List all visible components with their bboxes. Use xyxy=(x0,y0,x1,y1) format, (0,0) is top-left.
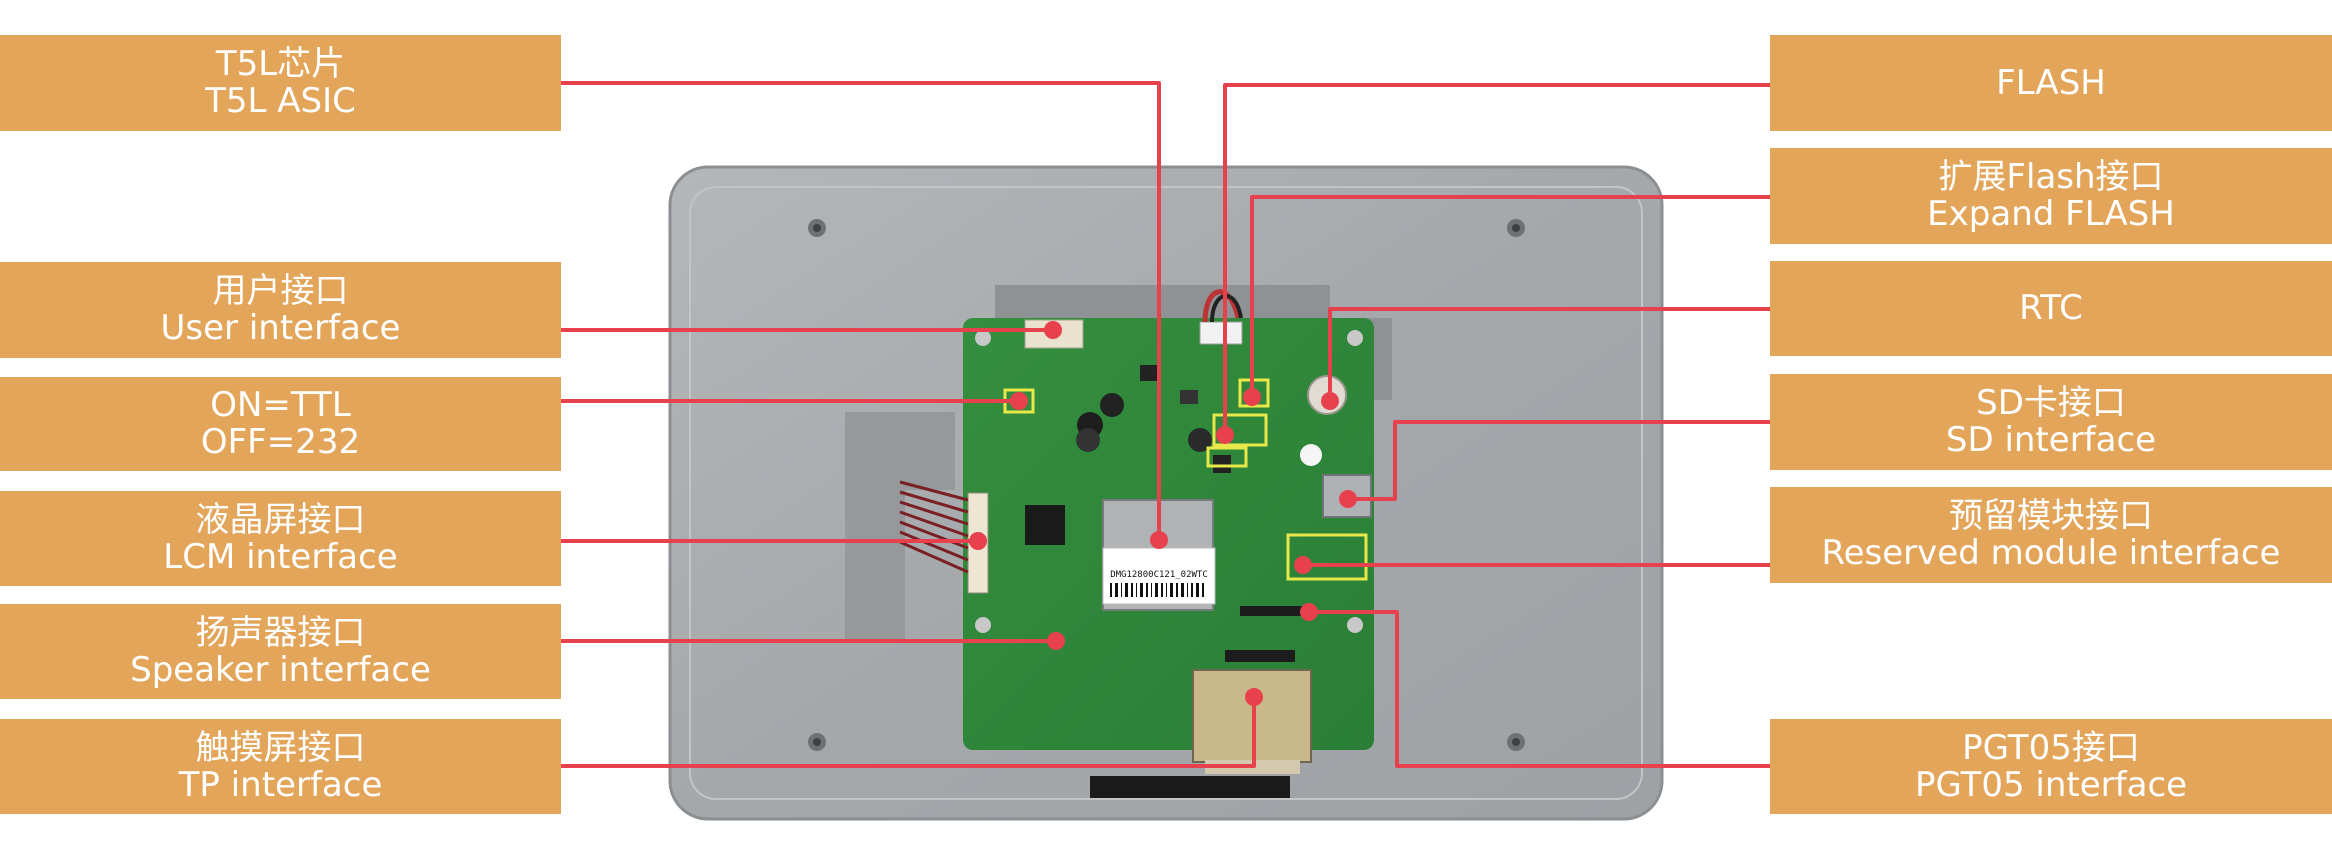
label-flash-en: FLASH xyxy=(1996,62,2106,103)
label-tp-interface-zh: 触摸屏接口 xyxy=(195,727,366,768)
label-rtc-en: RTC xyxy=(2019,288,2083,328)
label-pgt05-interface-zh: PGT05接口 xyxy=(1962,727,2140,768)
label-rtc: RTC xyxy=(1770,261,2332,356)
label-lcm-interface-zh: 液晶屏接口 xyxy=(195,499,366,540)
label-t5l-asic: T5L芯片 T5L ASIC xyxy=(0,35,561,131)
label-speaker-interface-zh: 扬声器接口 xyxy=(195,612,366,653)
marker-dot xyxy=(1010,392,1028,410)
label-pgt05-interface: PGT05接口 PGT05 interface xyxy=(1770,719,2332,814)
chip-sticker-text: DMG12800C121_02WTC xyxy=(1110,570,1208,580)
leader-sd-interface xyxy=(1348,420,1770,501)
marker-dot xyxy=(1150,531,1168,549)
label-tp-interface: 触摸屏接口 TP interface xyxy=(0,719,561,814)
label-flash: FLASH xyxy=(1770,35,2332,131)
label-user-interface-zh: 用户接口 xyxy=(212,271,349,311)
label-user-interface: 用户接口 User interface xyxy=(0,262,561,358)
label-speaker-interface: 扬声器接口 Speaker interface xyxy=(0,604,561,699)
leader-rtc xyxy=(1328,307,1770,401)
marker-dot xyxy=(1300,603,1318,621)
label-tp-interface-en: TP interface xyxy=(178,764,383,805)
label-sd-interface-zh: SD卡接口 xyxy=(1976,383,2126,423)
label-expand-flash-en: Expand FLASH xyxy=(1927,194,2175,234)
label-expand-flash: 扩展Flash接口 Expand FLASH xyxy=(1770,148,2332,244)
leader-pgt05-interface xyxy=(1309,610,1770,768)
label-t5l-asic-en: T5L ASIC xyxy=(205,81,356,121)
label-ttl-switch: ON=TTL OFF=232 xyxy=(0,377,561,471)
leader-t5l-asic xyxy=(561,81,1161,540)
barcode xyxy=(1110,583,1204,597)
label-reserved-module: 预留模块接口 Reserved module interface xyxy=(1770,487,2332,583)
marker-dot xyxy=(1321,392,1339,410)
label-lcm-interface: 液晶屏接口 LCM interface xyxy=(0,491,561,586)
marker-dot xyxy=(969,532,987,550)
label-pgt05-interface-en: PGT05 interface xyxy=(1914,764,2188,805)
leader-expand-flash xyxy=(1250,195,1770,397)
label-reserved-module-zh: 预留模块接口 xyxy=(1949,496,2153,536)
label-sd-interface: SD卡接口 SD interface xyxy=(1770,374,2332,470)
marker-dot xyxy=(1044,321,1062,339)
marker-dot xyxy=(1339,490,1357,508)
label-lcm-interface-en: LCM interface xyxy=(163,536,398,577)
label-reserved-module-en: Reserved module interface xyxy=(1821,533,2281,573)
marker-dot xyxy=(1294,556,1312,574)
marker-dot xyxy=(1245,688,1263,706)
marker-dot xyxy=(1216,426,1234,444)
label-speaker-interface-en: Speaker interface xyxy=(130,649,431,690)
pcb-board: DMG12800C121_02WTC xyxy=(899,289,1374,798)
label-user-interface-en: User interface xyxy=(160,308,401,348)
marker-dot xyxy=(1243,388,1261,406)
label-ttl-switch-line2: OFF=232 xyxy=(200,422,361,462)
label-sd-interface-en: SD interface xyxy=(1945,420,2157,460)
leader-tp-interface xyxy=(561,697,1256,768)
label-t5l-asic-zh: T5L芯片 xyxy=(215,44,346,84)
leader-flash xyxy=(1223,83,1770,435)
label-expand-flash-zh: 扩展Flash接口 xyxy=(1938,157,2164,197)
marker-dot xyxy=(1047,632,1065,650)
label-ttl-switch-line1: ON=TTL xyxy=(210,385,351,425)
